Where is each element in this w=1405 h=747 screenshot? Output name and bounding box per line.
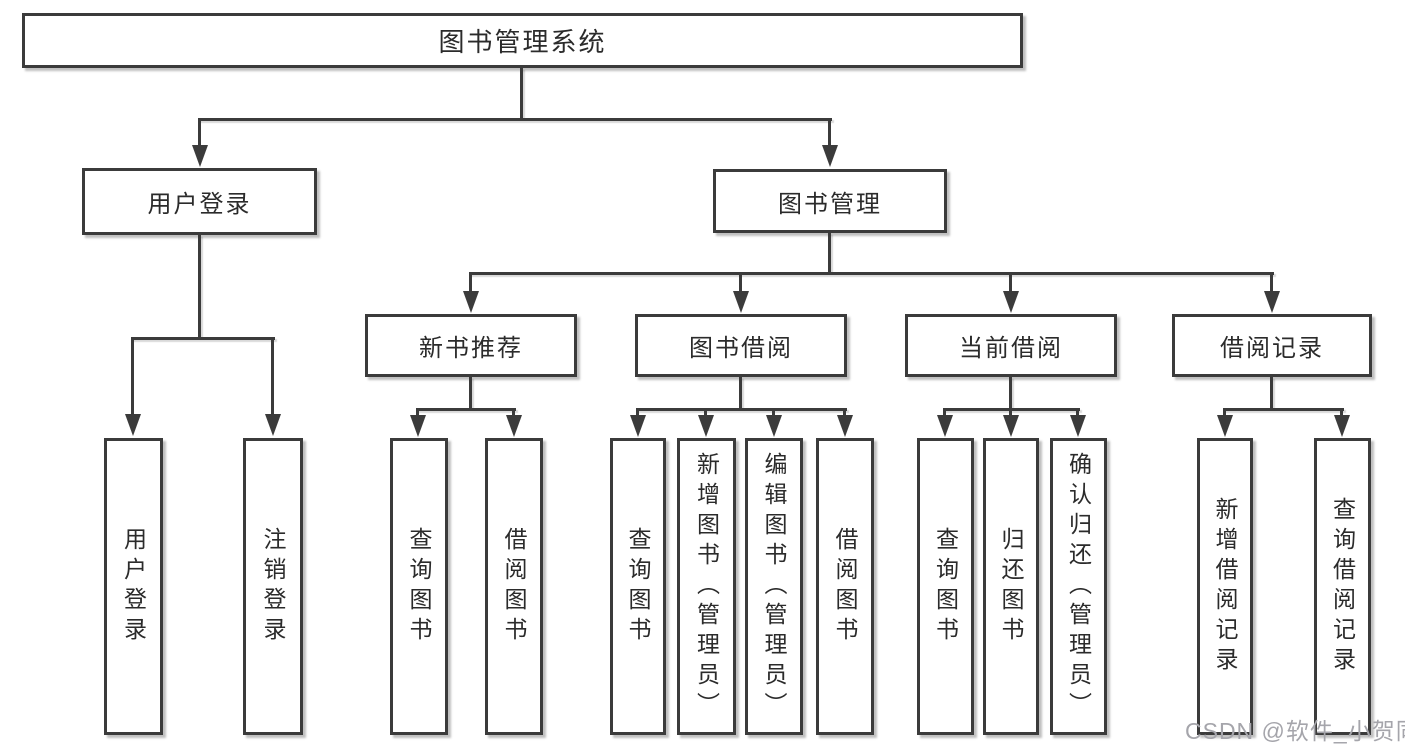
- arrow-records-add-icon: [1217, 408, 1233, 437]
- leaf-borrow-borrow-books: 借阅图书: [816, 438, 874, 735]
- connector-records-split: [1223, 408, 1344, 411]
- leaf-current-return-books: 归还图书: [983, 438, 1039, 735]
- leaf-borrow-edit-books-admin: 编辑图书（管理员）: [745, 438, 803, 735]
- connector-book-mgmt-split: [469, 272, 1274, 275]
- connector-user-login-split: [131, 337, 275, 340]
- node-book-management: 图书管理: [713, 169, 947, 233]
- arrow-to-book-management-icon: [822, 118, 838, 167]
- node-user-login: 用户登录: [82, 168, 317, 235]
- leaf-records-add-record: 新增借阅记录: [1197, 438, 1253, 735]
- arrow-to-logout-leaf-icon: [265, 337, 281, 436]
- csdn-watermark: CSDN @软件_小贺同学: [1185, 718, 1405, 744]
- connector-current-stub: [1009, 377, 1012, 408]
- arrow-borrow-query-icon: [630, 408, 646, 437]
- arrow-current-confirm-icon: [1070, 408, 1086, 437]
- leaf-recommend-borrow-books: 借阅图书: [485, 438, 543, 735]
- leaf-borrow-add-books-admin: 新增图书（管理员）: [677, 438, 736, 735]
- node-new-book-recommend: 新书推荐: [365, 314, 577, 377]
- connector-root-split: [198, 118, 832, 121]
- arrow-to-user-login-icon: [192, 118, 208, 167]
- node-library-management-system: 图书管理系统: [22, 13, 1023, 68]
- leaf-current-query-books: 查询图书: [917, 438, 974, 735]
- node-current-borrow: 当前借阅: [905, 314, 1117, 377]
- leaf-user-login: 用户登录: [104, 438, 163, 735]
- leaf-current-confirm-return-admin: 确认归还（管理员）: [1050, 438, 1107, 735]
- arrow-borrow-add-icon: [698, 408, 714, 437]
- connector-recommend-split: [416, 408, 516, 411]
- connector-borrow-split: [636, 408, 847, 411]
- leaf-records-query-record: 查询借阅记录: [1314, 438, 1371, 735]
- arrow-to-current-borrow-icon: [1003, 272, 1019, 313]
- arrow-recommend-query-icon: [410, 408, 426, 437]
- arrow-current-return-icon: [1003, 408, 1019, 437]
- arrow-current-query-icon: [937, 408, 953, 437]
- connector-root-stub: [520, 68, 523, 118]
- arrow-to-new-book-recommend-icon: [463, 272, 479, 313]
- arrow-to-login-leaf-icon: [125, 337, 141, 436]
- connector-recommend-stub: [469, 377, 472, 408]
- leaf-borrow-query-books: 查询图书: [610, 438, 666, 735]
- arrow-borrow-borrow-icon: [837, 408, 853, 437]
- leaf-logout: 注销登录: [243, 438, 303, 735]
- connector-book-mgmt-stub: [828, 233, 831, 272]
- connector-user-login-stub: [198, 235, 201, 337]
- arrow-to-book-borrow-icon: [733, 272, 749, 313]
- connector-borrow-stub: [739, 377, 742, 408]
- arrow-to-borrow-records-icon: [1264, 272, 1280, 313]
- connector-records-stub: [1270, 377, 1273, 408]
- node-book-borrow: 图书借阅: [635, 314, 847, 377]
- arrow-borrow-edit-icon: [766, 408, 782, 437]
- arrow-recommend-borrow-icon: [506, 408, 522, 437]
- node-borrow-records: 借阅记录: [1172, 314, 1372, 377]
- leaf-recommend-query-books: 查询图书: [390, 438, 448, 735]
- arrow-records-query-icon: [1334, 408, 1350, 437]
